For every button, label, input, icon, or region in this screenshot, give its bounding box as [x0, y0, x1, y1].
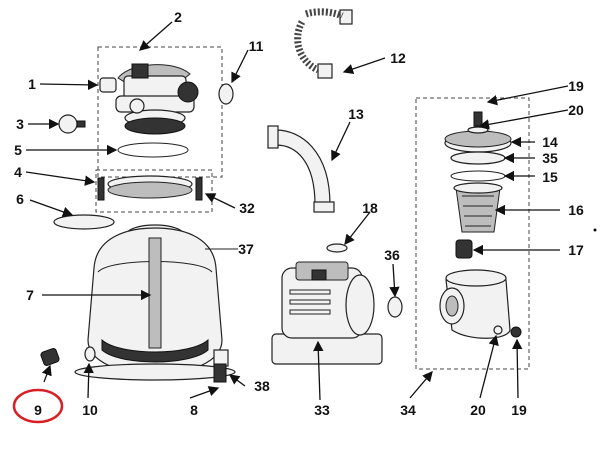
callout-2: 2 [174, 9, 182, 25]
callout-19-bottom: 19 [511, 402, 527, 418]
pump-housing [439, 269, 511, 339]
tank-oring [53, 214, 115, 230]
valve-oring-11 [218, 83, 234, 105]
callout-11: 11 [248, 38, 264, 54]
valve-gasket [117, 142, 189, 158]
callout-20-top: 20 [568, 102, 584, 118]
hose [294, 8, 353, 79]
pump-motor [271, 261, 383, 365]
callout-3: 3 [16, 116, 24, 132]
leader-lines [25, 21, 569, 401]
callout-14: 14 [542, 134, 558, 150]
callout-36: 36 [384, 247, 400, 263]
callout-34: 34 [400, 402, 416, 418]
callout-13: 13 [348, 106, 364, 122]
drain-oring-20 [493, 325, 503, 335]
drain-oring [84, 346, 96, 362]
pump-lid [444, 111, 512, 153]
clamp-assembly-box [95, 169, 213, 213]
callout-37: 37 [238, 241, 254, 257]
pump-plug-17 [455, 239, 473, 259]
callout-1: 1 [28, 76, 36, 92]
callout-7: 7 [26, 287, 34, 303]
multiport-valve [99, 63, 199, 135]
callout-5: 5 [14, 142, 22, 158]
callout-19-top: 19 [568, 78, 584, 94]
callout-33: 33 [314, 402, 330, 418]
lid-oring-15 [450, 170, 506, 182]
callout-6: 6 [16, 191, 24, 207]
pump-oring-36 [387, 296, 403, 318]
drain-cap [40, 348, 60, 366]
callout-12: 12 [390, 50, 406, 66]
filter-tank [74, 224, 236, 383]
highlight-circle-part-9 [12, 388, 64, 424]
callout-38: 38 [254, 378, 270, 394]
lid-gasket-35 [450, 151, 506, 165]
callout-20-bottom: 20 [470, 402, 486, 418]
strainer-basket [453, 182, 503, 233]
callout-4: 4 [14, 164, 22, 180]
callout-18: 18 [362, 200, 378, 216]
callout-15: 15 [542, 169, 558, 185]
callout-10: 10 [82, 402, 98, 418]
tank-clamp [97, 175, 203, 201]
pump-oring-18 [326, 243, 348, 253]
callout-17: 17 [568, 242, 584, 258]
callout-35: 35 [542, 150, 558, 166]
callout-32: 32 [239, 200, 255, 216]
callout-9: 9 [34, 402, 42, 418]
pressure-gauge [58, 114, 86, 134]
callout-16: 16 [568, 202, 584, 218]
callout-8: 8 [190, 402, 198, 418]
drain-plug-19 [510, 326, 522, 338]
elbow-pipe [267, 125, 335, 213]
stray-dot [593, 228, 597, 232]
